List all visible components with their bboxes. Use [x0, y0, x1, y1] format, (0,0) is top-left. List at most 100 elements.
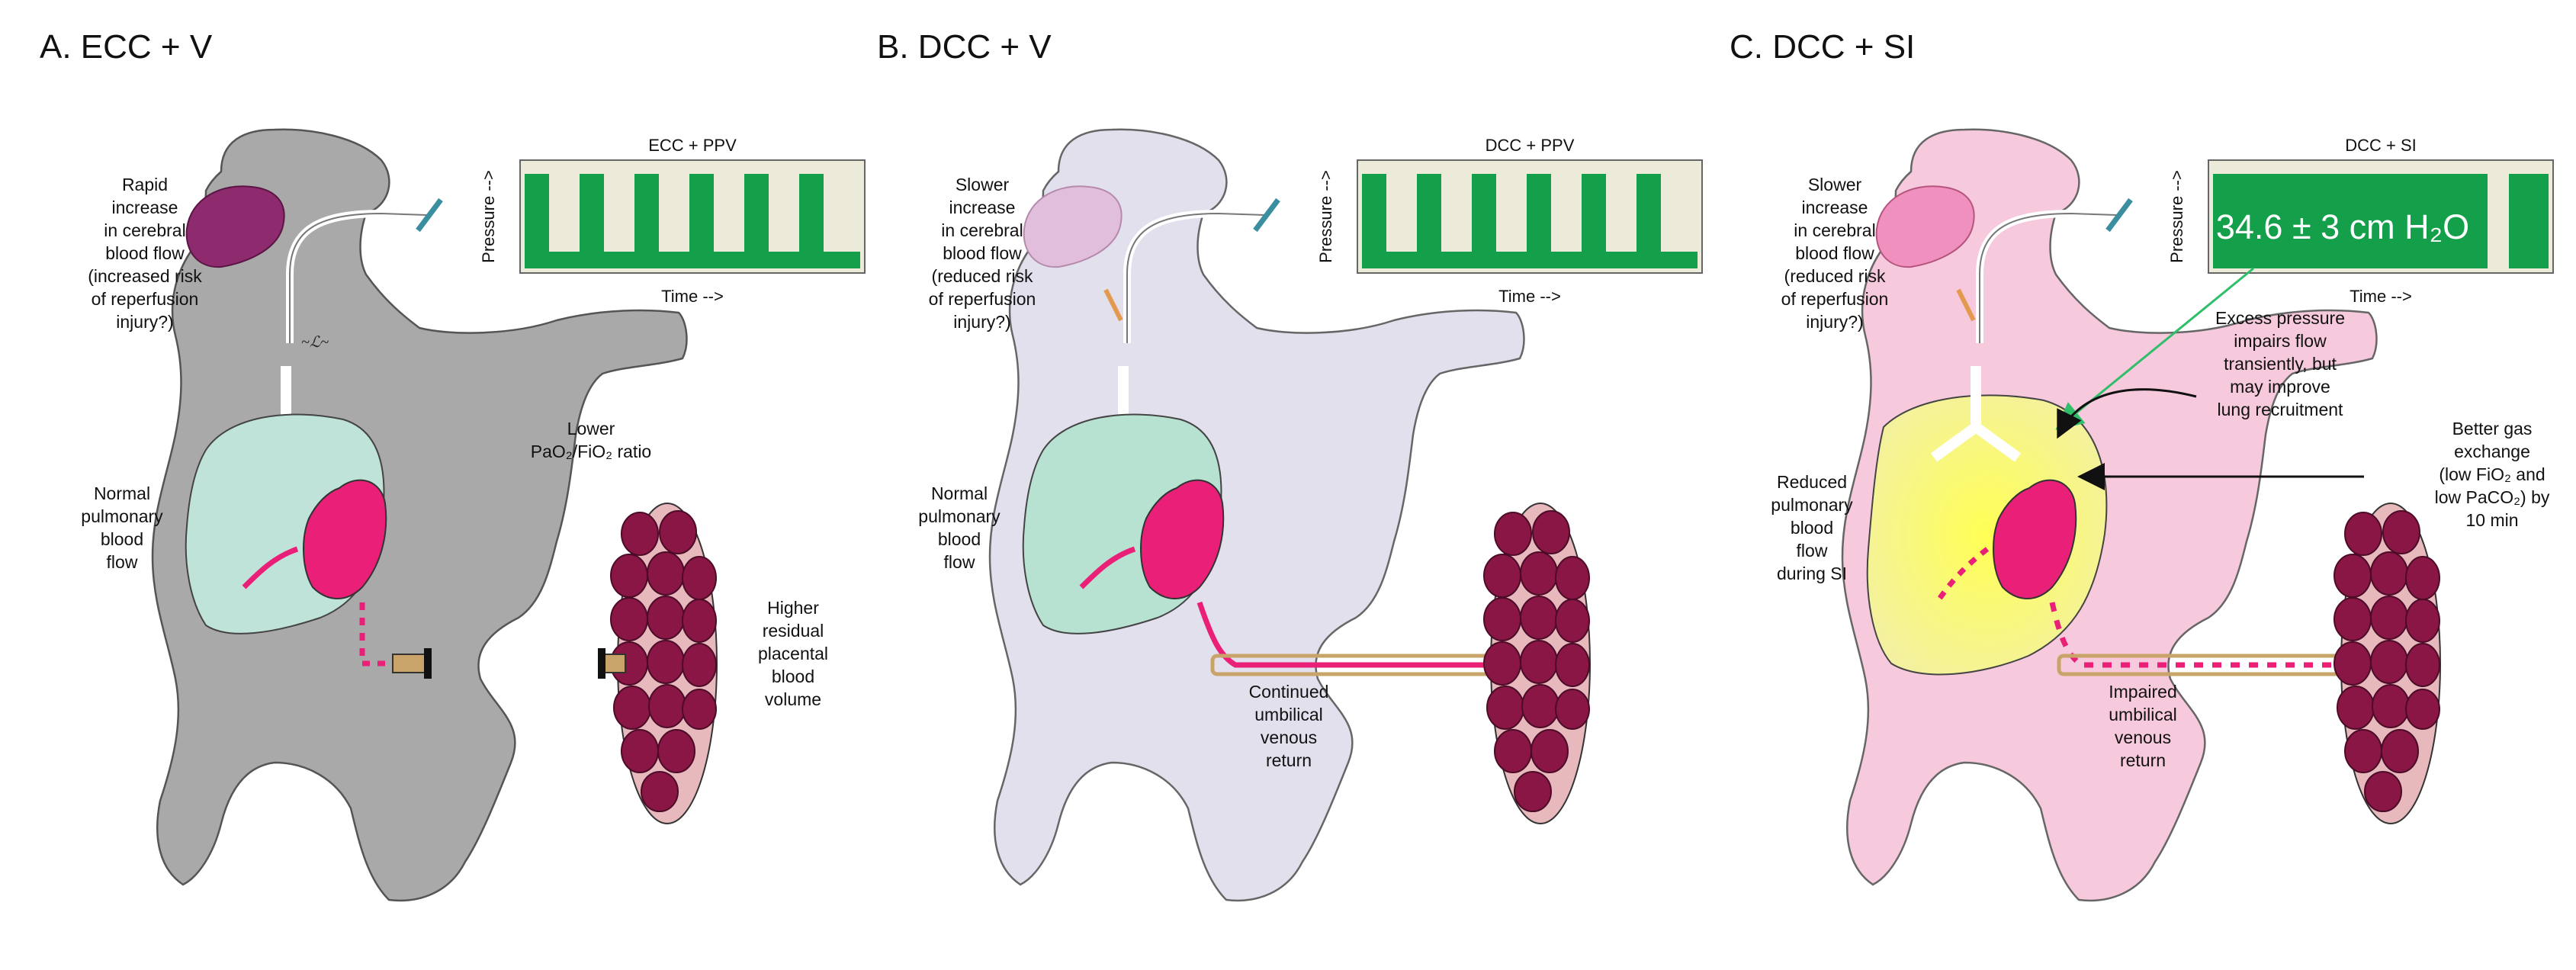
sustained-inflation-block — [2213, 174, 2488, 268]
svg-text:return: return — [2120, 750, 2166, 770]
tube-connector-c — [2105, 198, 2133, 233]
graph-c-title: DCC + SI — [2345, 136, 2417, 155]
graph-a-x-axis: Time --> — [661, 287, 724, 306]
brain-a — [185, 185, 285, 268]
svg-text:in cerebral: in cerebral — [1794, 220, 1875, 240]
ventilation-pulse — [634, 174, 659, 252]
ventilation-pulse — [744, 174, 769, 252]
svg-text:umbilical: umbilical — [1254, 705, 1322, 724]
svg-text:Lower: Lower — [567, 419, 615, 438]
clamp-a — [424, 648, 432, 679]
panel-c: C. DCC + SI 34.6 ± 3 cm H₂O DCC + SI Tim… — [1730, 28, 2554, 902]
svg-text:return: return — [1266, 750, 1312, 770]
svg-text:(reduced risk: (reduced risk — [932, 266, 1033, 286]
ventilation-pulse — [1636, 174, 1661, 252]
svg-text:injury?): injury?) — [116, 312, 173, 332]
panel-c-title: C. DCC + SI — [1730, 28, 1915, 66]
ventilation-pulse — [1362, 174, 1386, 252]
svg-text:of reperfusion: of reperfusion — [929, 289, 1036, 309]
ventilation-pulse — [689, 174, 714, 252]
note-cerebral-b: Slower increase in cerebral blood flow (… — [929, 175, 1036, 332]
svg-text:flow: flow — [944, 552, 975, 572]
svg-text:blood: blood — [772, 666, 814, 686]
svg-text:increase: increase — [1802, 198, 1868, 217]
brain-c — [1875, 185, 1975, 268]
svg-text:Reduced: Reduced — [1777, 472, 1847, 492]
ventilation-pulse — [799, 174, 824, 252]
graph-a-title: ECC + PPV — [648, 136, 737, 155]
svg-text:exchange: exchange — [2454, 442, 2530, 461]
post-si-breath — [2509, 174, 2549, 268]
placenta-b — [1483, 503, 1591, 824]
note-placenta-a: Higher residual placental blood volume — [758, 598, 828, 709]
svg-text:Impaired: Impaired — [2109, 682, 2176, 702]
svg-text:Excess pressure: Excess pressure — [2215, 308, 2345, 328]
svg-text:injury?): injury?) — [953, 312, 1010, 332]
svg-text:residual: residual — [763, 621, 824, 641]
svg-text:impairs flow: impairs flow — [2234, 331, 2327, 351]
svg-text:(increased risk: (increased risk — [88, 266, 202, 286]
svg-text:in cerebral: in cerebral — [941, 220, 1023, 240]
placenta-c — [2333, 503, 2441, 824]
heart-a — [303, 479, 387, 599]
svg-text:blood: blood — [938, 529, 981, 549]
ventilation-pulse — [1527, 174, 1551, 252]
note-gas-c: Better gas exchange (low FiO₂ and low Pa… — [2435, 419, 2550, 530]
waveform-baseline — [525, 252, 860, 268]
svg-text:placental: placental — [758, 644, 828, 663]
ivc-squiggle-a: ~ℒ~ — [301, 334, 329, 351]
svg-text:during SI: during SI — [1777, 564, 1847, 583]
panel-b: B. DCC + V DCC + PPV Time --> Pressure -… — [877, 28, 1703, 902]
svg-text:may improve: may improve — [2230, 377, 2330, 397]
svg-text:lung recruitment: lung recruitment — [2218, 400, 2344, 419]
placental-cord-stub-a — [602, 654, 626, 673]
waveform-baseline — [1362, 252, 1698, 268]
svg-text:Normal: Normal — [94, 483, 150, 503]
svg-text:pulmonary: pulmonary — [81, 506, 163, 526]
svg-text:low PaCO₂) by: low PaCO₂) by — [2435, 487, 2550, 507]
svg-text:blood flow: blood flow — [105, 243, 185, 263]
graph-b: DCC + PPV Time --> Pressure --> — [1316, 136, 1703, 306]
ppv-waveform-a — [525, 174, 860, 268]
ventilation-pulse — [580, 174, 604, 252]
tube-connector-b — [1253, 198, 1280, 233]
graph-a-y-axis: Pressure --> — [479, 170, 498, 263]
svg-text:Normal: Normal — [931, 483, 988, 503]
graph-c-y-axis: Pressure --> — [2167, 170, 2186, 263]
panel-a: A. ECC + V ~ℒ~ ECC + PPV — [40, 28, 866, 902]
svg-text:PaO₂/FiO₂ ratio: PaO₂/FiO₂ ratio — [531, 442, 651, 461]
svg-text:blood flow: blood flow — [1795, 243, 1874, 263]
note-lung-a: Lower PaO₂/FiO₂ ratio — [531, 419, 651, 461]
brain-b — [1023, 185, 1123, 268]
heart-b — [1140, 479, 1225, 599]
si-pressure-value: 34.6 ± 3 cm H₂O — [2216, 207, 2469, 246]
note-pulmonary-c: Reduced pulmonary blood flow during SI — [1771, 472, 1853, 583]
note-cerebral-a: Rapid increase in cerebral blood flow (i… — [88, 175, 202, 332]
cord-clamp-a — [392, 654, 428, 673]
graph-b-x-axis: Time --> — [1498, 287, 1561, 306]
svg-text:blood: blood — [101, 529, 143, 549]
note-cord-b: Continued umbilical venous return — [1249, 682, 1329, 770]
graph-b-y-axis: Pressure --> — [1316, 170, 1335, 263]
carotid-b — [1103, 288, 1123, 322]
svg-text:blood: blood — [1791, 518, 1833, 538]
svg-text:venous: venous — [1261, 728, 1317, 747]
placenta-a — [610, 503, 718, 824]
note-pressure-c: Excess pressure impairs flow transiently… — [2215, 308, 2345, 419]
airway-c — [1930, 366, 2022, 462]
svg-text:Better gas: Better gas — [2452, 419, 2533, 438]
svg-text:volume: volume — [765, 689, 821, 709]
note-pulmonary-a: Normal pulmonary blood flow — [81, 483, 163, 572]
svg-text:Higher: Higher — [767, 598, 819, 618]
note-pulmonary-b: Normal pulmonary blood flow — [918, 483, 1001, 572]
ppv-waveform-b — [1362, 174, 1698, 268]
svg-text:pulmonary: pulmonary — [1771, 495, 1853, 515]
ventilation-pulse — [1417, 174, 1441, 252]
pressure-note-arrow — [2057, 388, 2197, 439]
svg-text:(low FiO₂ and: (low FiO₂ and — [2439, 464, 2545, 484]
panel-b-title: B. DCC + V — [877, 28, 1052, 66]
graph-c: 34.6 ± 3 cm H₂O DCC + SI Time --> Pressu… — [2167, 136, 2554, 306]
umbilical-cord-b — [1196, 601, 1487, 668]
note-cerebral-c: Slower increase in cerebral blood flow (… — [1781, 175, 1889, 332]
